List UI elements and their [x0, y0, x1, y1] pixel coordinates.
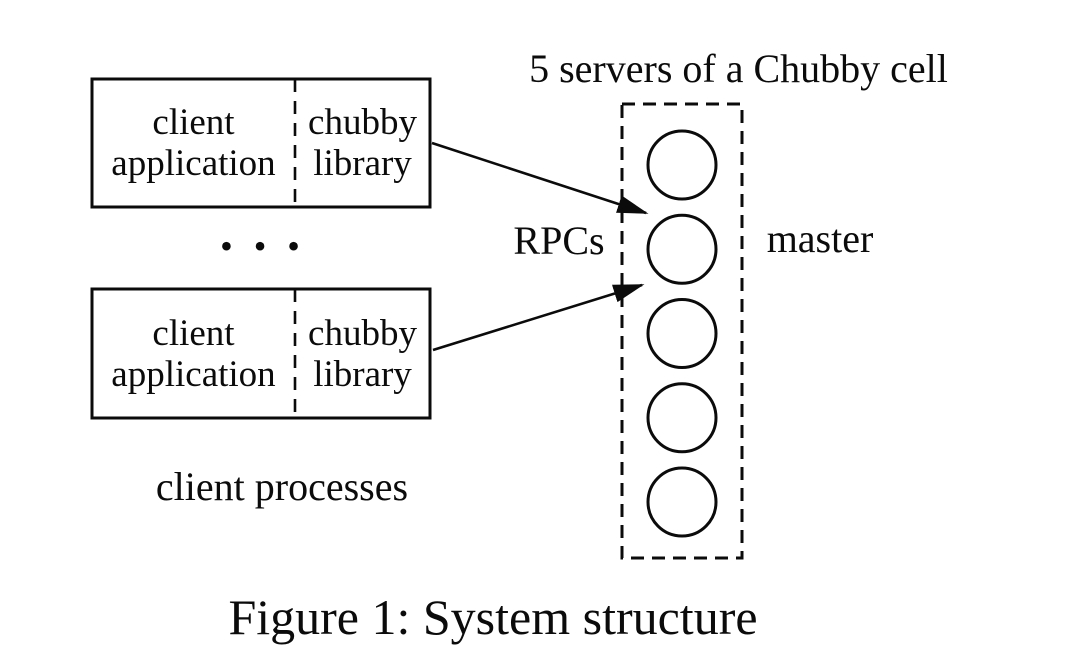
rpcs-label: RPCs: [513, 218, 605, 263]
chubby-library-text-top: chubby library: [308, 102, 417, 184]
server-circle: [646, 382, 718, 454]
server-circle: [646, 213, 718, 285]
chubby-library-label-top: chubby library: [295, 79, 430, 207]
client-processes-label: client processes: [155, 464, 409, 509]
servers-caption: 5 servers of a Chubby cell: [529, 46, 948, 91]
client-box-top: [90, 77, 432, 209]
client-box-bottom: [90, 287, 432, 420]
server-circle: [646, 466, 718, 538]
master-label: master: [766, 216, 874, 261]
rpc-arrow-bottom: [432, 283, 645, 352]
server-circle: [646, 129, 718, 201]
server-nodes: [646, 129, 718, 538]
figure-caption: Figure 1: System structure: [228, 589, 758, 645]
client-application-label-top: client application: [92, 79, 295, 207]
client-application-text-top: client application: [111, 102, 276, 184]
rpc-arrow-top: [431, 141, 649, 215]
chubby-cell-boundary: [620, 102, 744, 560]
client-application-label-bottom: client application: [92, 289, 295, 418]
chubby-library-label-bottom: chubby library: [295, 289, 430, 418]
client-application-text-bottom: client application: [111, 312, 276, 395]
chubby-library-text-bottom: chubby library: [308, 312, 417, 395]
ellipsis-dots: • • •: [220, 226, 306, 266]
server-circle: [646, 298, 718, 369]
